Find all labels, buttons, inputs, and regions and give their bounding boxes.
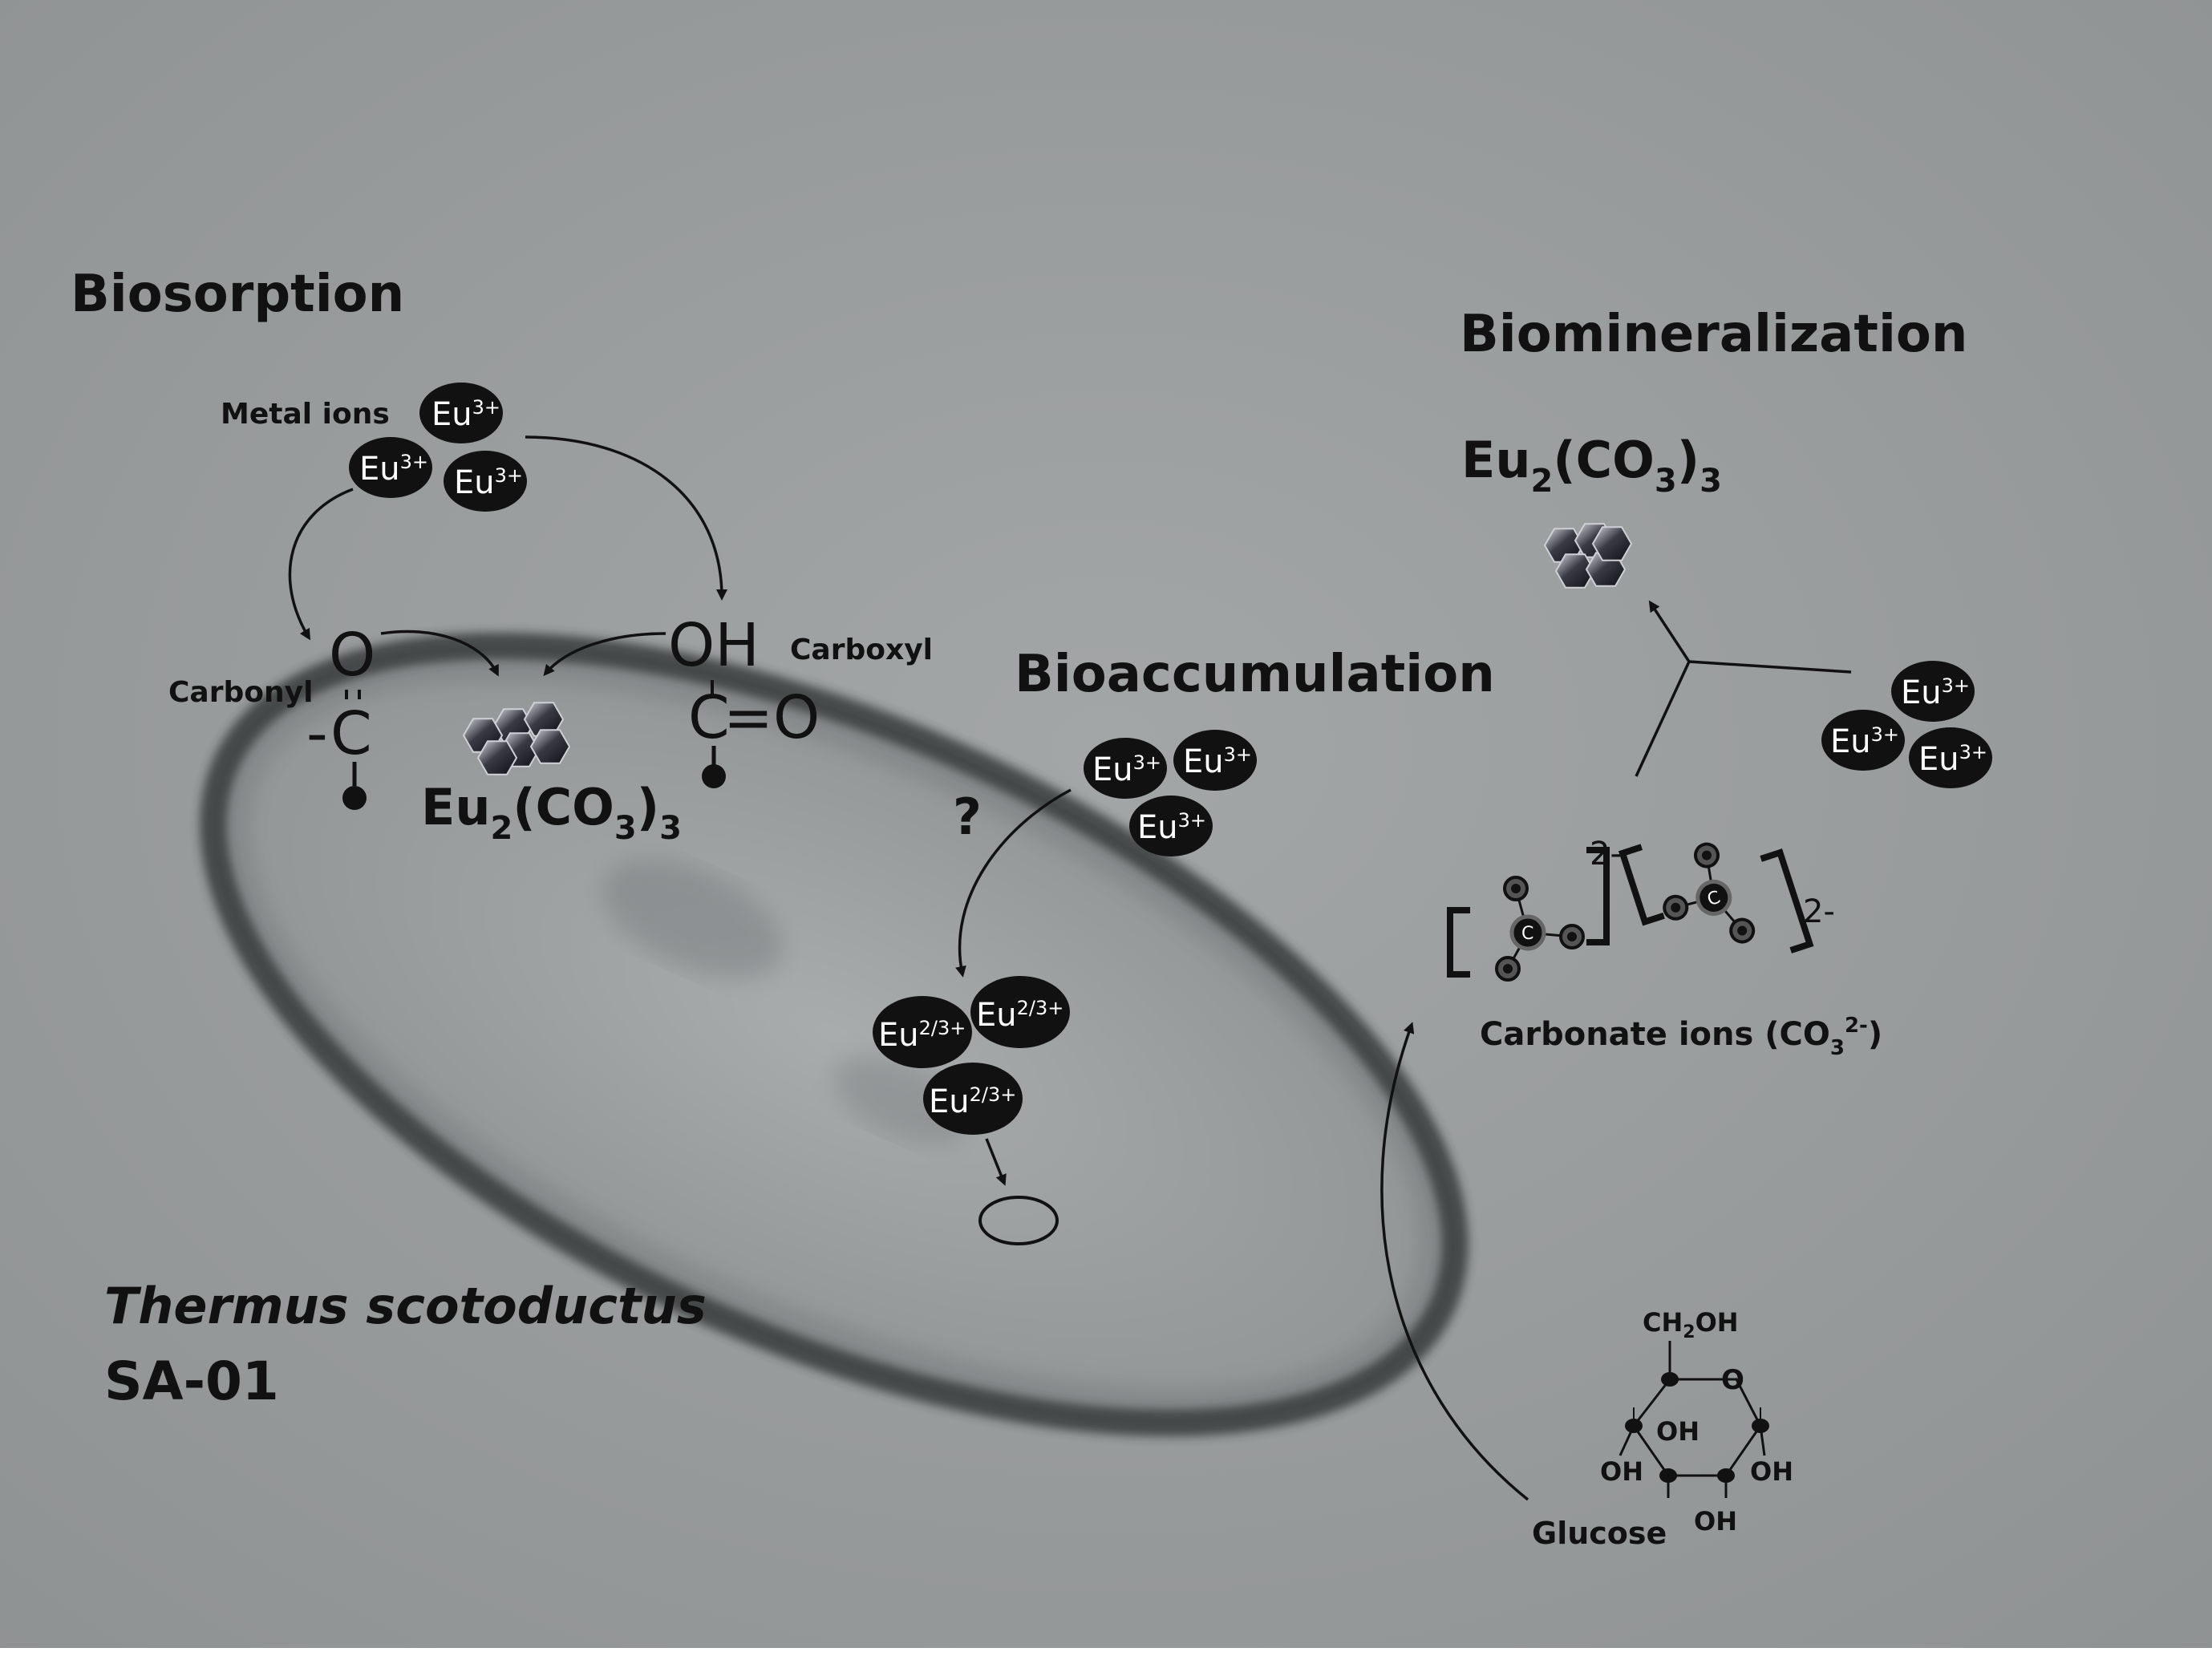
compound-label: Eu2(CO3)3 [421,778,682,847]
svg-text:C: C [1521,924,1533,944]
cell-surface-anchor [342,786,367,810]
compound-label: Eu2(CO3)3 [1461,431,1722,500]
svg-text:Eu3+: Eu3+ [454,464,523,501]
arrow-uptake [955,788,1072,978]
arrow-glucose-to-carbonate [1380,1022,1529,1501]
cell-wall [200,632,1469,1437]
svg-text:CH2OH: CH2OH [1643,1307,1739,1342]
svg-text:O: O [1721,1364,1744,1396]
svg-text:Eu3+: Eu3+ [1918,741,1987,778]
carboxyl-double-oxygen: =O [723,683,820,752]
crystal-facet [529,729,571,764]
svg-text:OH: OH [1694,1506,1737,1537]
carboxyl-hydroxyl: OH [668,611,760,680]
organism-strain: SA-01 [104,1350,279,1412]
arrow-carbonyl-to-mineral [380,630,499,677]
svg-text:Eu3+: Eu3+ [1092,751,1161,788]
arrow-to-vesicle [985,1138,1007,1186]
svg-text:Eu3+: Eu3+ [1183,743,1252,780]
eu3-ion: Eu3+ [444,451,527,512]
svg-text:Eu2/3+: Eu2/3+ [878,1017,966,1054]
svg-text:OH: OH [1656,1416,1700,1447]
eu3-ion: Eu3+ [1084,738,1167,799]
svg-text:Eu3+: Eu3+ [431,396,500,433]
label-metal-ions: Metal ions [221,398,390,431]
title-bioaccumulation: Bioaccumulation [1015,645,1495,704]
merge-line [1688,660,1852,674]
svg-text:OH: OH [1750,1456,1793,1487]
svg-text:Eu2/3+: Eu2/3+ [929,1083,1016,1120]
glucose-structure: CH2OH O OH OH OH OH [1600,1307,1793,1537]
eu23-ion: Eu2/3+ [873,996,972,1068]
eu3-ion: Eu3+ [349,437,432,498]
crystal-facet [1554,553,1596,589]
eu3-ion: Eu3+ [1821,710,1905,771]
intracellular-vesicle [978,1196,1059,1245]
arrow-to-carboxyl [525,435,727,601]
crystal-facet [1591,526,1633,561]
label-carbonyl: Carbonyl [168,676,313,709]
label-glucose: Glucose [1532,1516,1667,1551]
carbonyl-carbon: C [330,699,372,768]
europium-carbonate-crystal [462,702,571,775]
eu23-ion: Eu2/3+ [923,1063,1023,1135]
title-biosorption: Biosorption [71,265,404,324]
crystal-facet [476,740,518,775]
svg-text:Eu3+: Eu3+ [359,451,428,488]
bottom-border [0,1648,2212,1660]
europium-carbonate-crystal [1543,523,1633,589]
svg-text:OH: OH [1600,1456,1643,1487]
eu3-ion: Eu3+ [1891,661,1975,722]
arrow-carboxyl-to-mineral [543,632,666,677]
organism-name: Thermus scotoductus [104,1277,707,1335]
cell-surface-anchor [702,764,726,788]
cell-interior [213,646,1455,1423]
inclusion-spot [602,860,783,978]
cell-membrane [229,661,1439,1408]
bacterial-cell [200,632,1469,1437]
arrow-to-carbonyl [288,488,354,641]
merge-line [1635,661,1691,777]
eu3-ion: Eu3+ [1173,730,1257,791]
svg-text:Eu3+: Eu3+ [1830,723,1899,760]
eu3-ion: Eu3+ [1129,796,1213,856]
carbonate-charge: 2- [1803,893,1835,930]
carbonyl-oxygen: O [329,621,375,690]
carbonate-ion: C [1618,842,1814,953]
carbonate-ion: C [1447,847,1610,982]
eu3-ion: Eu3+ [419,383,503,443]
carbonyl-dash: - [306,699,328,768]
title-biomineralization: Biomineralization [1460,305,1967,364]
carbonate-charge: 2- [1590,836,1622,873]
eu3-ion: Eu3+ [1909,727,1992,788]
svg-text:Eu2/3+: Eu2/3+ [976,997,1063,1034]
eu23-ion: Eu2/3+ [970,976,1070,1048]
arrow-to-mineral [1648,600,1691,662]
carboxyl-carbon: C [688,683,730,752]
label-carboxyl: Carboxyl [790,634,933,666]
label-carbonate-ions: Carbonate ions (CO32-) [1480,1014,1882,1060]
unknown-mechanism-mark: ? [953,787,982,846]
svg-text:Eu3+: Eu3+ [1137,809,1206,846]
svg-text:C: C [1705,888,1723,911]
svg-text:Eu3+: Eu3+ [1901,674,1970,711]
